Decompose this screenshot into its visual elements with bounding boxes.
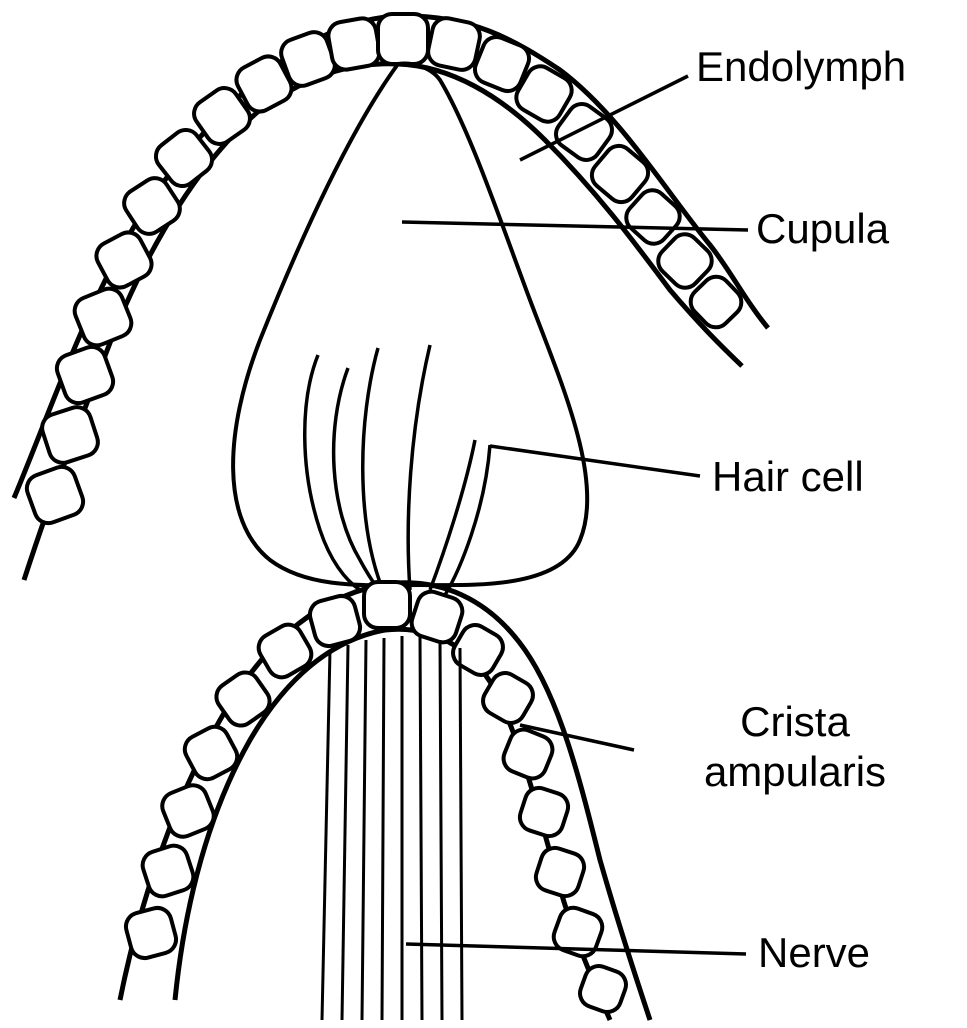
nerve-fibers — [322, 636, 462, 1020]
label-hair-cell: Hair cell — [712, 452, 864, 502]
crista-cells — [123, 582, 630, 1016]
hair-cell-hairs — [305, 345, 490, 595]
label-crista-line1: Crista — [680, 697, 910, 747]
leader-hair-cell — [490, 446, 700, 476]
label-crista-line2: ampularis — [680, 747, 910, 797]
label-nerve: Nerve — [758, 928, 870, 978]
upper-epithelium-cells — [23, 14, 747, 527]
label-cupula: Cupula — [756, 204, 889, 254]
label-crista-ampularis: Crista ampularis — [680, 697, 910, 798]
label-endolymph: Endolymph — [696, 42, 906, 92]
